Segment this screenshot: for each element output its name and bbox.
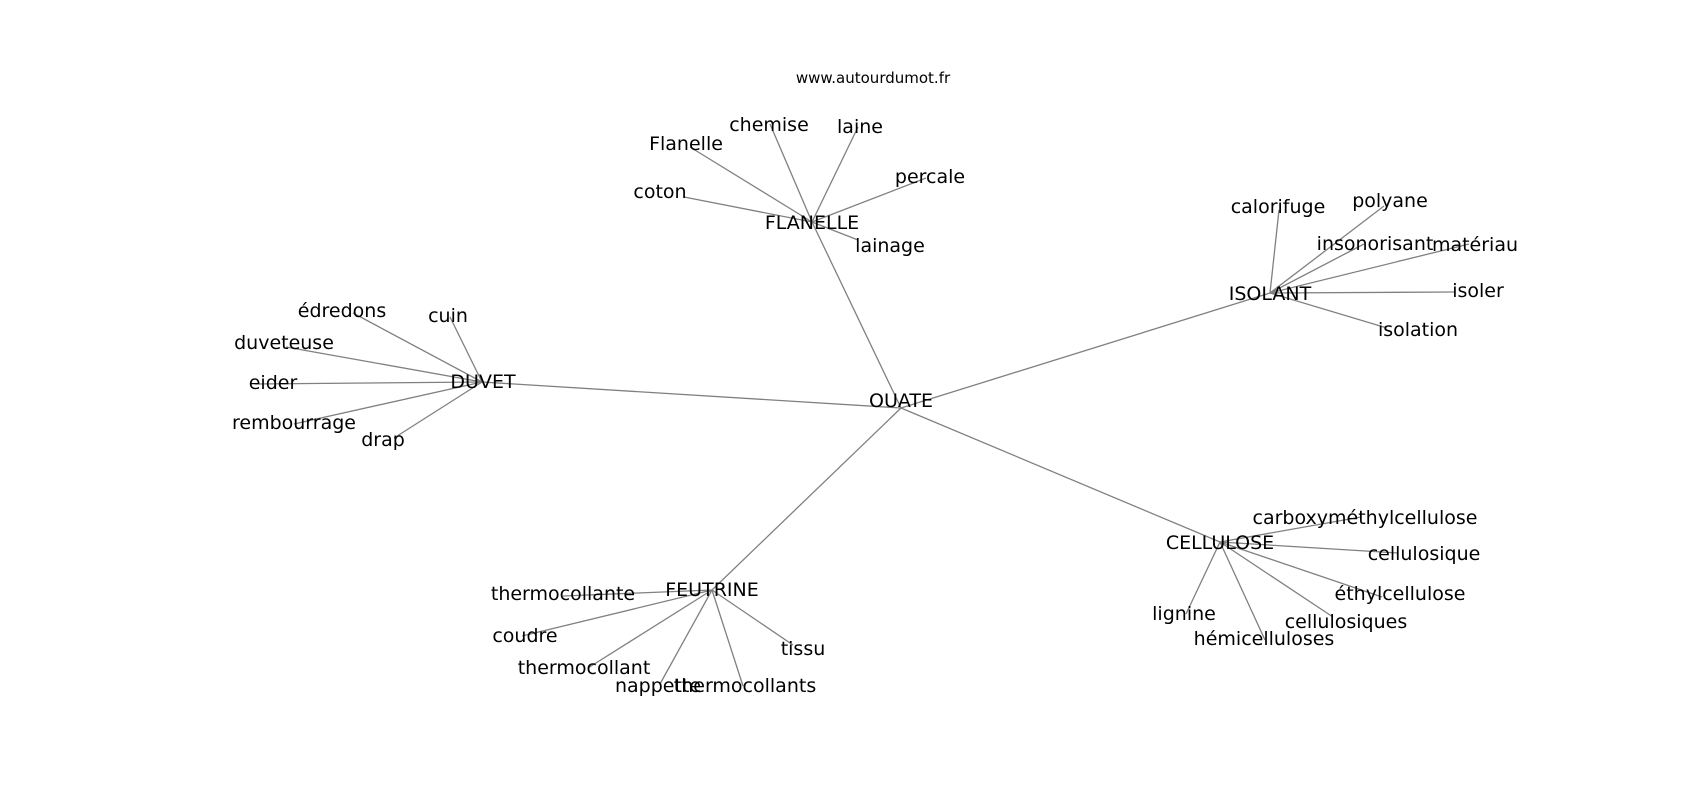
- leaf-node-label: thermocollante: [491, 583, 635, 605]
- source-url: www.autourdumot.fr: [796, 69, 951, 87]
- leaf-node-label: isolation: [1378, 319, 1458, 341]
- edge-flanelle-leaf: [769, 123, 813, 223]
- leaf-node-label: cuin: [428, 305, 468, 327]
- edge-cellulose-leaf: [1219, 541, 1383, 598]
- edge-flanelle-leaf: [811, 221, 859, 241]
- leaf-node-label: drap: [361, 429, 405, 451]
- leaf-node-label: calorifuge: [1231, 196, 1326, 218]
- hub-node-label-isolant: ISOLANT: [1229, 283, 1312, 305]
- leaf-node-label: tissu: [781, 638, 826, 660]
- hub-node-label-duvet: DUVET: [450, 371, 516, 393]
- leaf-node-label: isoler: [1452, 280, 1504, 302]
- edge-cellulose-leaf: [1185, 541, 1221, 615]
- edge-cellulose-leaf: [1219, 541, 1266, 641]
- hub-node-label-cellulose: CELLULOSE: [1166, 532, 1274, 554]
- edge-isolant-leaf: [1269, 292, 1388, 329]
- edge-center-duvet: [481, 381, 902, 409]
- edge-duvet-leaf: [285, 346, 483, 383]
- edge-feutrine-leaf: [711, 589, 794, 646]
- leaf-node-label: cellulosique: [1368, 543, 1481, 565]
- leaf-node-label: rembourrage: [232, 412, 356, 434]
- leaf-node-label: Flanelle: [649, 133, 723, 155]
- edge-isolant-leaf: [1269, 291, 1455, 294]
- leaf-node-label: cellulosiques: [1285, 611, 1408, 633]
- edge-duvet-leaf: [352, 312, 483, 383]
- leaf-node-label: duveteuse: [234, 332, 334, 354]
- edge-isolant-leaf: [1269, 243, 1365, 294]
- leaf-node-label: laine: [837, 116, 883, 138]
- center-node-label: OUATE: [869, 390, 933, 412]
- leaf-node-label: lainage: [855, 235, 925, 257]
- edge-center-flanelle: [811, 221, 902, 409]
- labels: www.autourdumot.fr OUATE FLANELLE Flanell…: [232, 69, 1518, 697]
- leaf-node-label: polyane: [1352, 190, 1428, 212]
- edge-isolant-leaf: [1269, 205, 1385, 294]
- edge-duvet-leaf: [393, 381, 483, 439]
- leaf-node-label: coudre: [492, 625, 557, 647]
- edge-duvet-leaf: [293, 381, 483, 425]
- edge-center-cellulose: [900, 407, 1221, 543]
- edge-duvet-leaf: [449, 316, 483, 383]
- edge-center-isolant: [900, 292, 1271, 409]
- leaf-node-label: hémicelluloses: [1194, 628, 1335, 650]
- leaf-node-label: insonorisant: [1317, 233, 1434, 255]
- edge-flanelle-leaf: [683, 196, 813, 223]
- edge-cellulose-leaf: [1219, 541, 1399, 554]
- leaf-node-label: nappette: [615, 675, 701, 697]
- edge-feutrine-leaf: [562, 589, 713, 597]
- hub-node-label-feutrine: FEUTRINE: [665, 579, 758, 601]
- edge-cellulose-leaf: [1219, 541, 1334, 618]
- leaf-node-label: chemise: [729, 114, 809, 136]
- leaf-node-label: coton: [633, 181, 686, 203]
- edge-isolant-leaf: [1269, 209, 1280, 294]
- edge-feutrine-leaf: [659, 589, 713, 685]
- edge-cellulose-leaf: [1219, 516, 1362, 543]
- hub-node-label-flanelle: FLANELLE: [765, 212, 859, 234]
- edge-flanelle-leaf: [811, 177, 927, 223]
- leaf-node-label: percale: [895, 166, 965, 188]
- edge-duvet-leaf: [254, 381, 483, 385]
- edge-feutrine-leaf: [521, 589, 713, 637]
- edge-center-feutrine: [711, 407, 902, 591]
- edges: [254, 123, 1470, 687]
- edge-isolant-leaf: [1269, 243, 1470, 294]
- leaf-node-label: eider: [249, 372, 298, 394]
- leaf-node-label: lignine: [1152, 603, 1216, 625]
- leaf-node-label: éthylcellulose: [1335, 583, 1466, 605]
- leaf-node-label: thermocollant: [518, 657, 651, 679]
- leaf-node-label: édredons: [298, 300, 386, 322]
- edge-flanelle-leaf: [689, 146, 813, 223]
- leaf-node-label: thermocollants: [674, 675, 816, 697]
- leaf-node-label: carboxyméthylcellulose: [1253, 507, 1478, 529]
- edge-feutrine-leaf: [711, 589, 744, 687]
- leaf-node-label: matériau: [1432, 234, 1518, 256]
- edge-feutrine-leaf: [587, 589, 713, 669]
- edge-flanelle-leaf: [811, 126, 859, 223]
